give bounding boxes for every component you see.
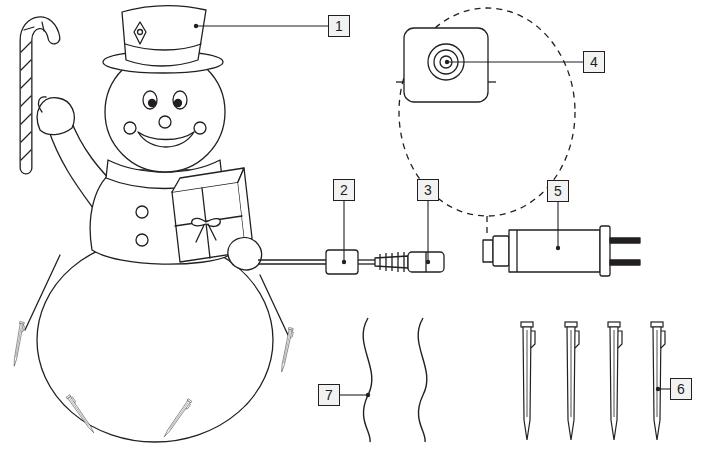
nose <box>159 116 171 128</box>
callout-box: 4 <box>583 51 605 73</box>
button <box>136 206 148 218</box>
ground-stake <box>162 399 192 439</box>
detail-circle <box>399 8 575 216</box>
candy-cane-stripes <box>21 22 44 160</box>
callout-box: 6 <box>670 378 692 400</box>
ground-stake <box>651 322 665 440</box>
cable-plug <box>408 252 444 272</box>
left-mitten <box>37 98 74 135</box>
snowman <box>21 6 288 442</box>
leader-line <box>427 201 428 262</box>
tether <box>363 318 372 442</box>
adapter-body <box>509 230 600 272</box>
hat-crown <box>122 6 206 66</box>
eye <box>173 91 187 109</box>
callout-box: 3 <box>417 179 439 201</box>
cable-line <box>358 263 375 264</box>
leader-line <box>340 394 368 395</box>
leader-dot <box>366 393 370 397</box>
callout-number: 1 <box>335 19 343 33</box>
leader-lines <box>196 26 670 395</box>
power-cable <box>258 250 444 274</box>
leader-dot <box>426 260 430 264</box>
callout-number: 7 <box>325 388 333 402</box>
ground-stake <box>565 322 579 440</box>
callout-number: 6 <box>677 382 685 396</box>
callout-number: 2 <box>340 183 348 197</box>
hat-band <box>125 44 201 50</box>
leader-dot <box>556 246 560 250</box>
cable-line <box>258 259 326 260</box>
leader-line <box>447 61 583 62</box>
tethers <box>363 318 427 442</box>
callout-box: 5 <box>547 180 569 202</box>
strain-relief-ridges <box>380 252 404 272</box>
cable-junction-box <box>326 250 358 274</box>
plug-prong <box>610 238 640 243</box>
callout-number: 3 <box>424 183 432 197</box>
cable-line <box>358 259 375 260</box>
callout-box: 7 <box>318 384 340 406</box>
leader-dot <box>194 24 198 28</box>
detail-leader <box>486 216 487 238</box>
eye <box>143 91 157 109</box>
ground-stake <box>521 322 535 440</box>
callout-box: 2 <box>333 179 355 201</box>
cheek <box>124 122 136 134</box>
leader-line <box>343 201 344 262</box>
ground-stake <box>12 322 25 367</box>
button <box>136 234 148 246</box>
cheek <box>194 122 206 134</box>
socket-face <box>404 28 488 102</box>
ground-stake <box>608 322 622 440</box>
callout-number: 4 <box>590 55 598 69</box>
candy-cane-fill <box>26 23 54 168</box>
leader-dot <box>445 60 449 64</box>
adapter-seam <box>516 230 517 272</box>
right-mitten <box>228 238 262 270</box>
detail-view <box>396 8 575 238</box>
lower-body <box>37 238 273 442</box>
socket-flange <box>396 81 404 82</box>
hat-ornament <box>134 22 146 44</box>
candy-cane-outline <box>26 23 54 168</box>
callout-number: 5 <box>554 184 562 198</box>
present-lid <box>172 168 244 192</box>
cable-line <box>258 263 326 264</box>
mitten-thumb <box>39 97 46 112</box>
plug-prong <box>610 260 640 265</box>
power-adapter <box>483 226 640 276</box>
ground-stake <box>66 394 96 434</box>
pupil <box>149 100 156 107</box>
tether <box>418 318 427 442</box>
leader-line <box>196 25 328 26</box>
leader-dot <box>342 260 346 264</box>
hat-ornament-dot <box>138 30 143 35</box>
leader-dot <box>656 387 660 391</box>
ground-stake <box>279 328 294 373</box>
mouth <box>138 132 194 147</box>
adapter-socket <box>493 236 509 266</box>
adapter-socket-ring <box>483 240 493 262</box>
present-bow-tails <box>196 224 216 242</box>
socket-flange <box>488 81 496 82</box>
callout-box: 1 <box>328 15 350 37</box>
pupil <box>175 100 182 107</box>
present-bow <box>192 218 221 226</box>
leader-dots <box>194 24 660 397</box>
adapter-face <box>600 226 610 276</box>
leader-line <box>557 202 558 248</box>
